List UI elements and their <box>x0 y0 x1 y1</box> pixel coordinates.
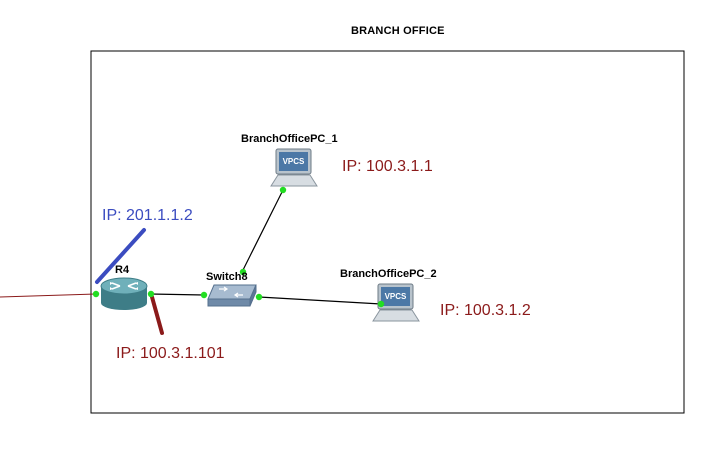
router-wan-ip: IP: 201.1.1.2 <box>102 207 193 225</box>
pc1-label: BranchOfficePC_1 <box>241 133 338 145</box>
lan-interface-marker <box>152 297 162 333</box>
pc2-label: BranchOfficePC_2 <box>340 268 437 280</box>
router-icon[interactable] <box>101 278 147 310</box>
pc1-vpcs-badge: VPCS <box>283 157 305 166</box>
pc2-ip: IP: 100.3.1.2 <box>440 302 531 320</box>
port-dot <box>93 291 99 297</box>
port-dot <box>378 301 384 307</box>
external-link[interactable] <box>0 294 96 297</box>
port-dot <box>280 187 286 193</box>
pc1-ip: IP: 100.3.1.1 <box>342 158 433 176</box>
port-dot <box>201 292 207 298</box>
router-label: R4 <box>115 264 129 276</box>
diagram-title: BRANCH OFFICE <box>351 25 445 37</box>
switch-label: Switch8 <box>206 271 248 283</box>
link-r4-switch8[interactable] <box>150 294 204 295</box>
link-switch8-pc1[interactable] <box>242 190 283 272</box>
port-dot <box>148 291 154 297</box>
vpcs-computer-icon[interactable] <box>271 149 317 186</box>
link-switch8-pc2[interactable] <box>259 297 381 304</box>
router-lan-ip: IP: 100.3.1.101 <box>116 345 225 363</box>
port-dot <box>256 294 262 300</box>
pc2-vpcs-badge: VPCS <box>385 292 407 301</box>
switch-icon[interactable] <box>208 285 256 306</box>
